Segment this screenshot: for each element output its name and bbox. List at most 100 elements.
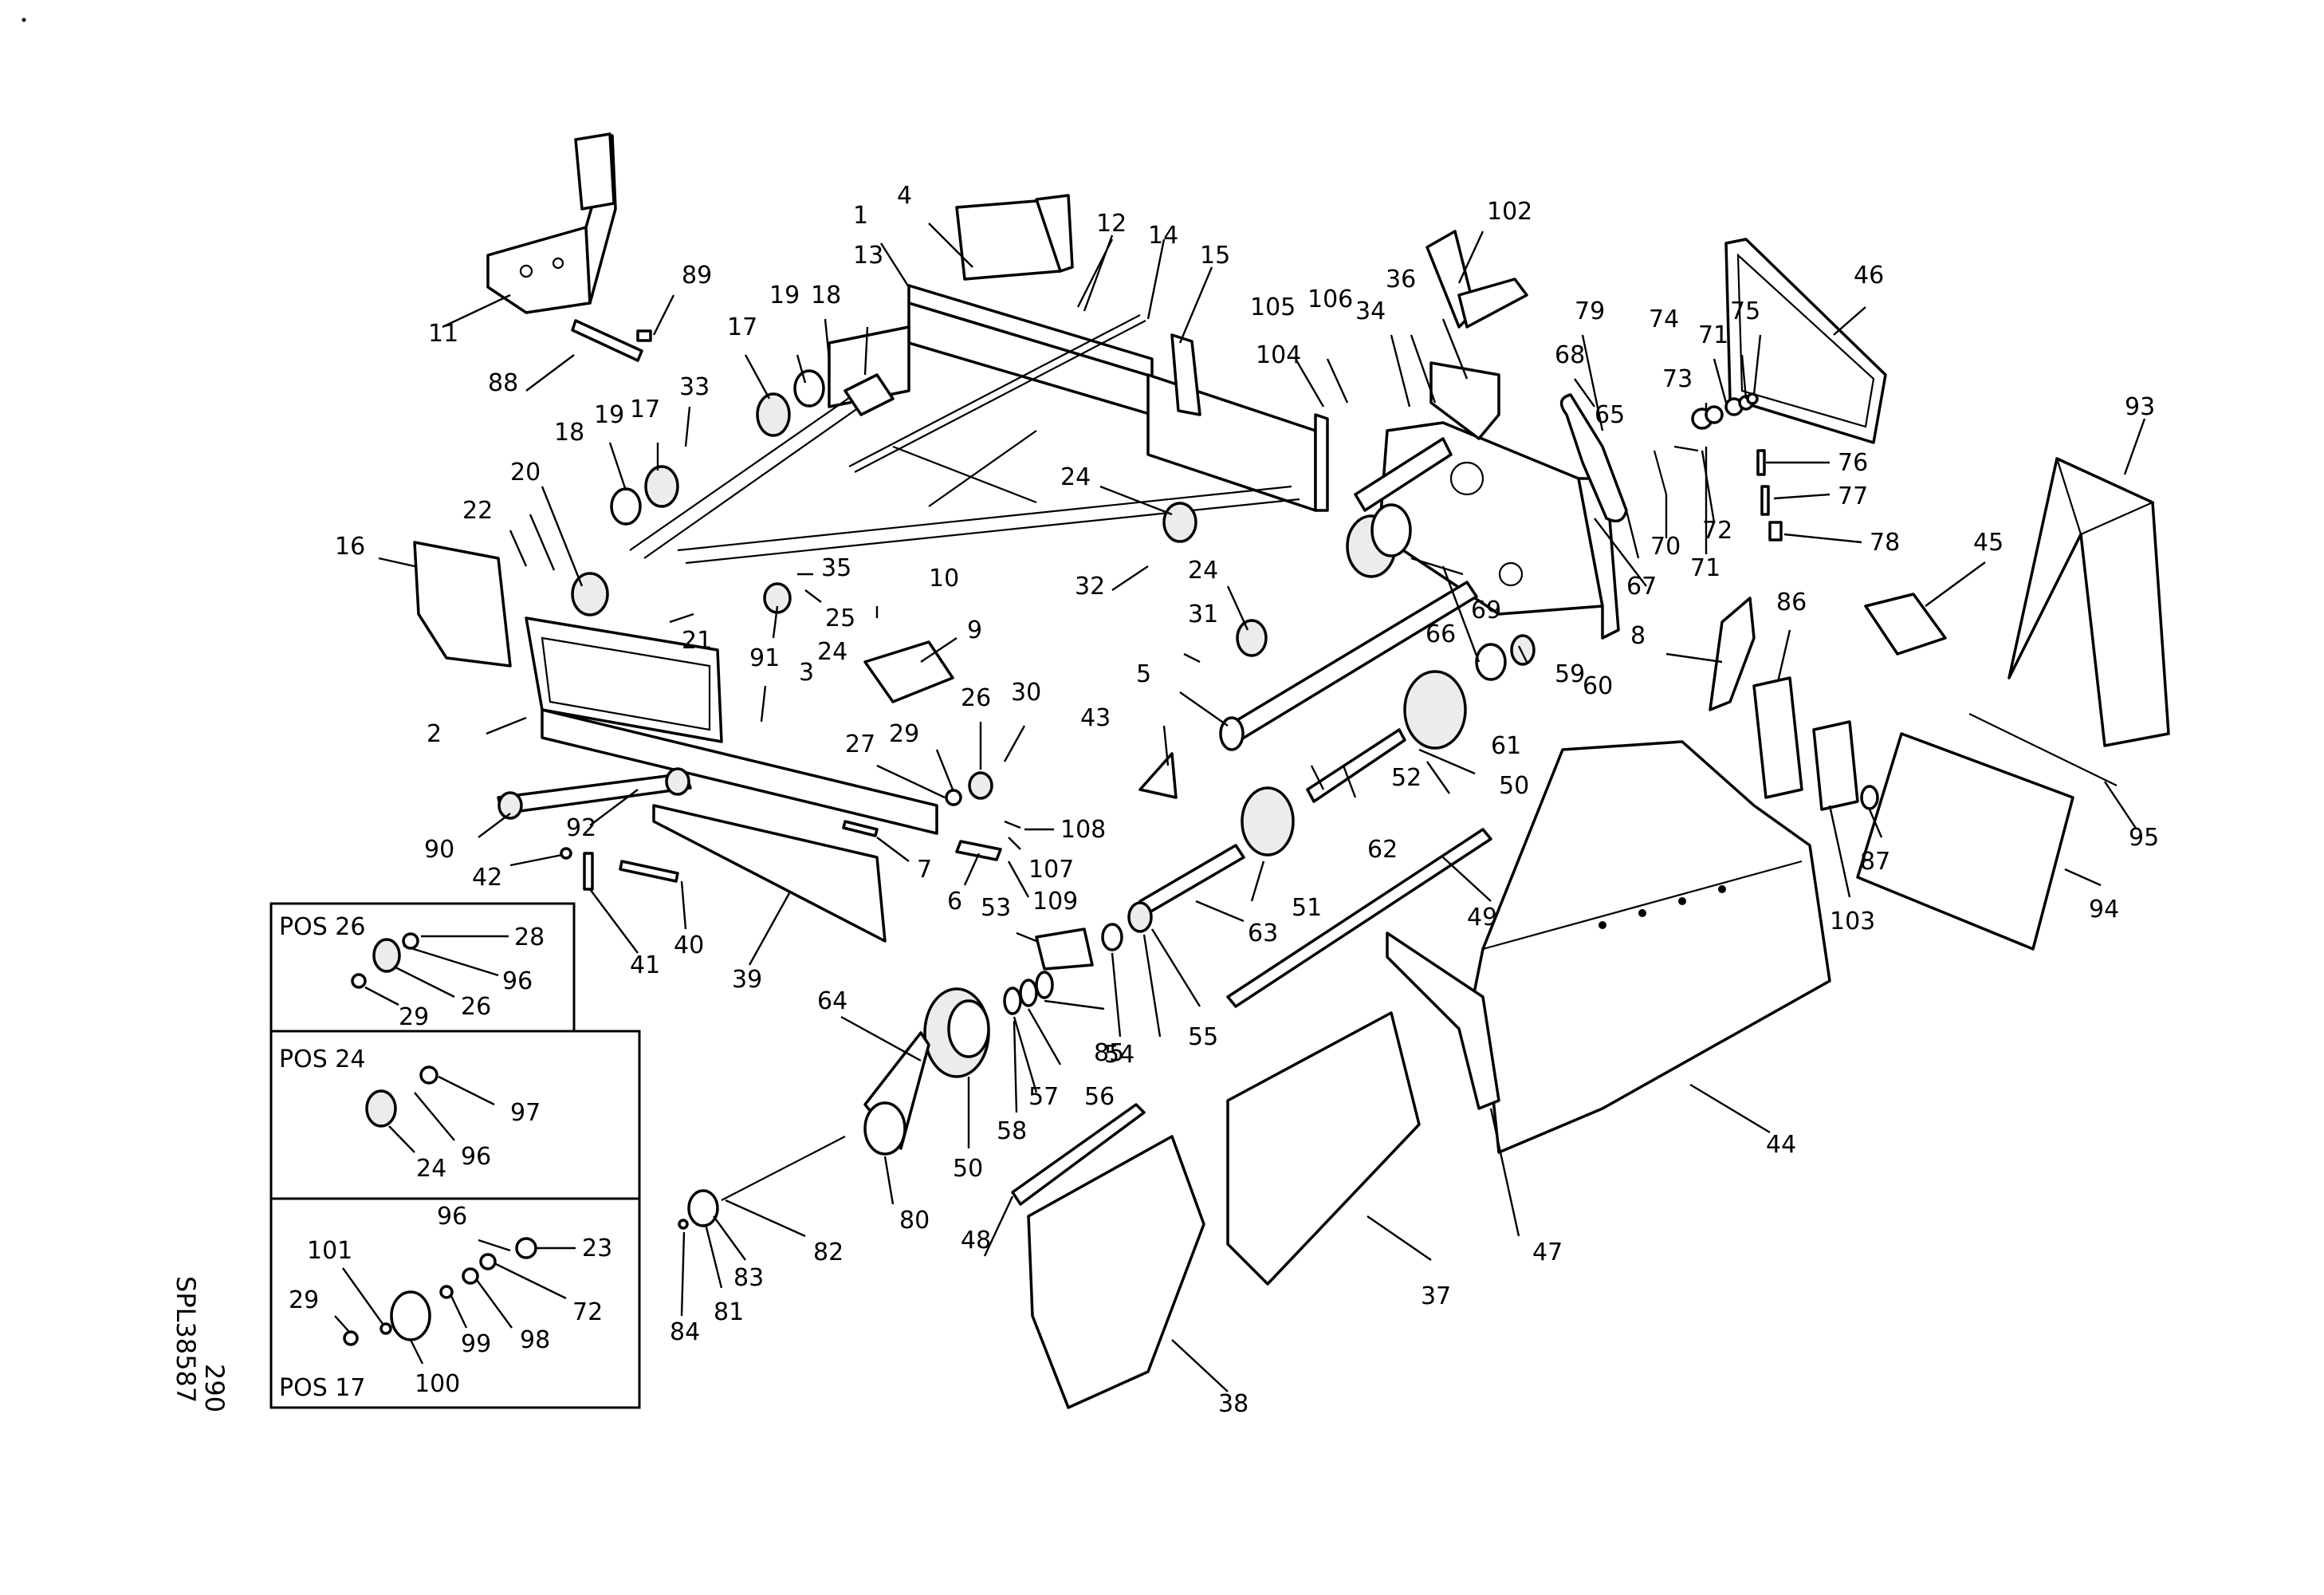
part-label: 108 [1060,816,1106,844]
part-label: 43 [1080,704,1111,732]
part-label: 2 [427,720,442,748]
part-label: 84 [670,1318,700,1346]
part-label: 27 [845,731,875,758]
part-label: 38 [1218,1390,1249,1418]
part-label: 45 [1973,529,2004,557]
part-label: 87 [1860,848,1890,876]
part-label: 56 [1084,1083,1115,1111]
part-label: 16 [335,533,365,561]
part-label: 18 [554,419,584,447]
part-label: 53 [981,894,1011,922]
inset-pos17-frame [269,1197,641,1409]
part-label: 34 [1355,297,1386,325]
leader-lines [378,223,2146,1392]
part-label: 67 [1626,573,1657,601]
inset-pos17-title: POS 17 [279,1374,365,1402]
part-label: 32 [1075,573,1105,601]
part-label: 36 [1386,266,1416,293]
part-label: 105 [1250,293,1296,321]
part-label: 80 [899,1207,930,1235]
part-label: 30 [1011,679,1041,707]
part-label: 4 [897,182,912,210]
inset-pos17-label: 96 [437,1203,467,1231]
part-label: 76 [1838,449,1868,477]
part-label: 42 [472,864,502,892]
part-label: 89 [682,262,712,289]
part-label: 71 [1698,321,1728,349]
part-label: 59 [1555,660,1585,688]
inset-pos17-label: 72 [572,1298,603,1326]
part-label: 19 [594,401,624,429]
part-label: 3 [799,659,814,687]
inset-pos26-label: 29 [399,1003,429,1031]
part-label: 49 [1467,904,1497,931]
inset-pos17-label: 23 [582,1235,612,1262]
inset-pos24-title: POS 24 [279,1046,365,1073]
inset-pos17-label: 99 [461,1330,491,1358]
part-label: 39 [732,966,762,994]
part-label: 51 [1292,894,1322,922]
part-label: 15 [1200,242,1230,270]
part-label: 74 [1649,305,1679,333]
inset-pos26-label: 28 [514,924,545,951]
part-label: 13 [853,242,883,270]
part-label: 78 [1870,529,1900,557]
part-label: 20 [510,459,541,486]
drawing-code: SPL38587 [171,1276,201,1403]
part-label: 17 [727,313,757,341]
part-label: 33 [679,373,710,401]
part-label: 83 [733,1264,764,1292]
part-label: 44 [1766,1131,1796,1159]
part-label: 57 [1028,1083,1059,1111]
part-label: 47 [1532,1239,1563,1266]
inset-pos26-title: POS 26 [279,913,365,941]
part-label: 7 [917,856,932,884]
part-label: 66 [1425,620,1456,648]
part-label: 18 [811,282,841,309]
part-label: 17 [630,396,660,423]
part-label: 88 [488,369,518,397]
part-label: 109 [1032,888,1078,916]
part-label: 52 [1391,764,1422,792]
part-label: 107 [1028,856,1074,884]
part-label: 90 [424,836,454,864]
part-label: 24 [1060,463,1091,491]
part-label: 61 [1491,732,1521,760]
part-label: 14 [1148,222,1178,250]
part-label: 1 [853,202,868,230]
part-label: 11 [428,320,458,348]
inset-frames [269,902,641,1409]
part-label: 31 [1188,601,1218,628]
part-label: 55 [1188,1023,1218,1051]
inset-parts [334,932,576,1365]
part-label: 46 [1854,262,1884,289]
part-label: 40 [674,931,704,959]
part-label: 103 [1830,908,1875,935]
part-label: 50 [953,1155,983,1183]
part-label: 71 [1690,554,1720,582]
inset-pos24-label: 96 [461,1143,491,1171]
part-label: 54 [1104,1041,1134,1069]
part-label: 68 [1555,341,1585,369]
part-label: 10 [929,565,959,593]
part-label: 24 [817,638,847,666]
part-label: 77 [1838,482,1868,510]
part-label: 21 [682,627,712,655]
inset-pos17-label: 101 [307,1237,352,1265]
part-label: 22 [462,497,493,525]
part-label: 73 [1662,365,1693,393]
part-label: 64 [817,987,847,1015]
part-number-labels: 1 2 3 4 5 6 7 8 9 10 11 12 13 14 15 16 1… [335,182,2159,1418]
part-label: 106 [1307,286,1353,313]
part-label: 41 [630,951,660,979]
part-label: 6 [947,888,962,916]
part-label: 65 [1595,401,1625,429]
part-label: 50 [1499,772,1529,800]
part-label: 102 [1487,198,1532,226]
part-label: 91 [749,644,780,672]
part-label: 24 [1188,557,1218,585]
inset-pos17-label: 29 [289,1286,319,1314]
part-label: 92 [566,814,596,842]
part-label: 60 [1583,672,1613,700]
